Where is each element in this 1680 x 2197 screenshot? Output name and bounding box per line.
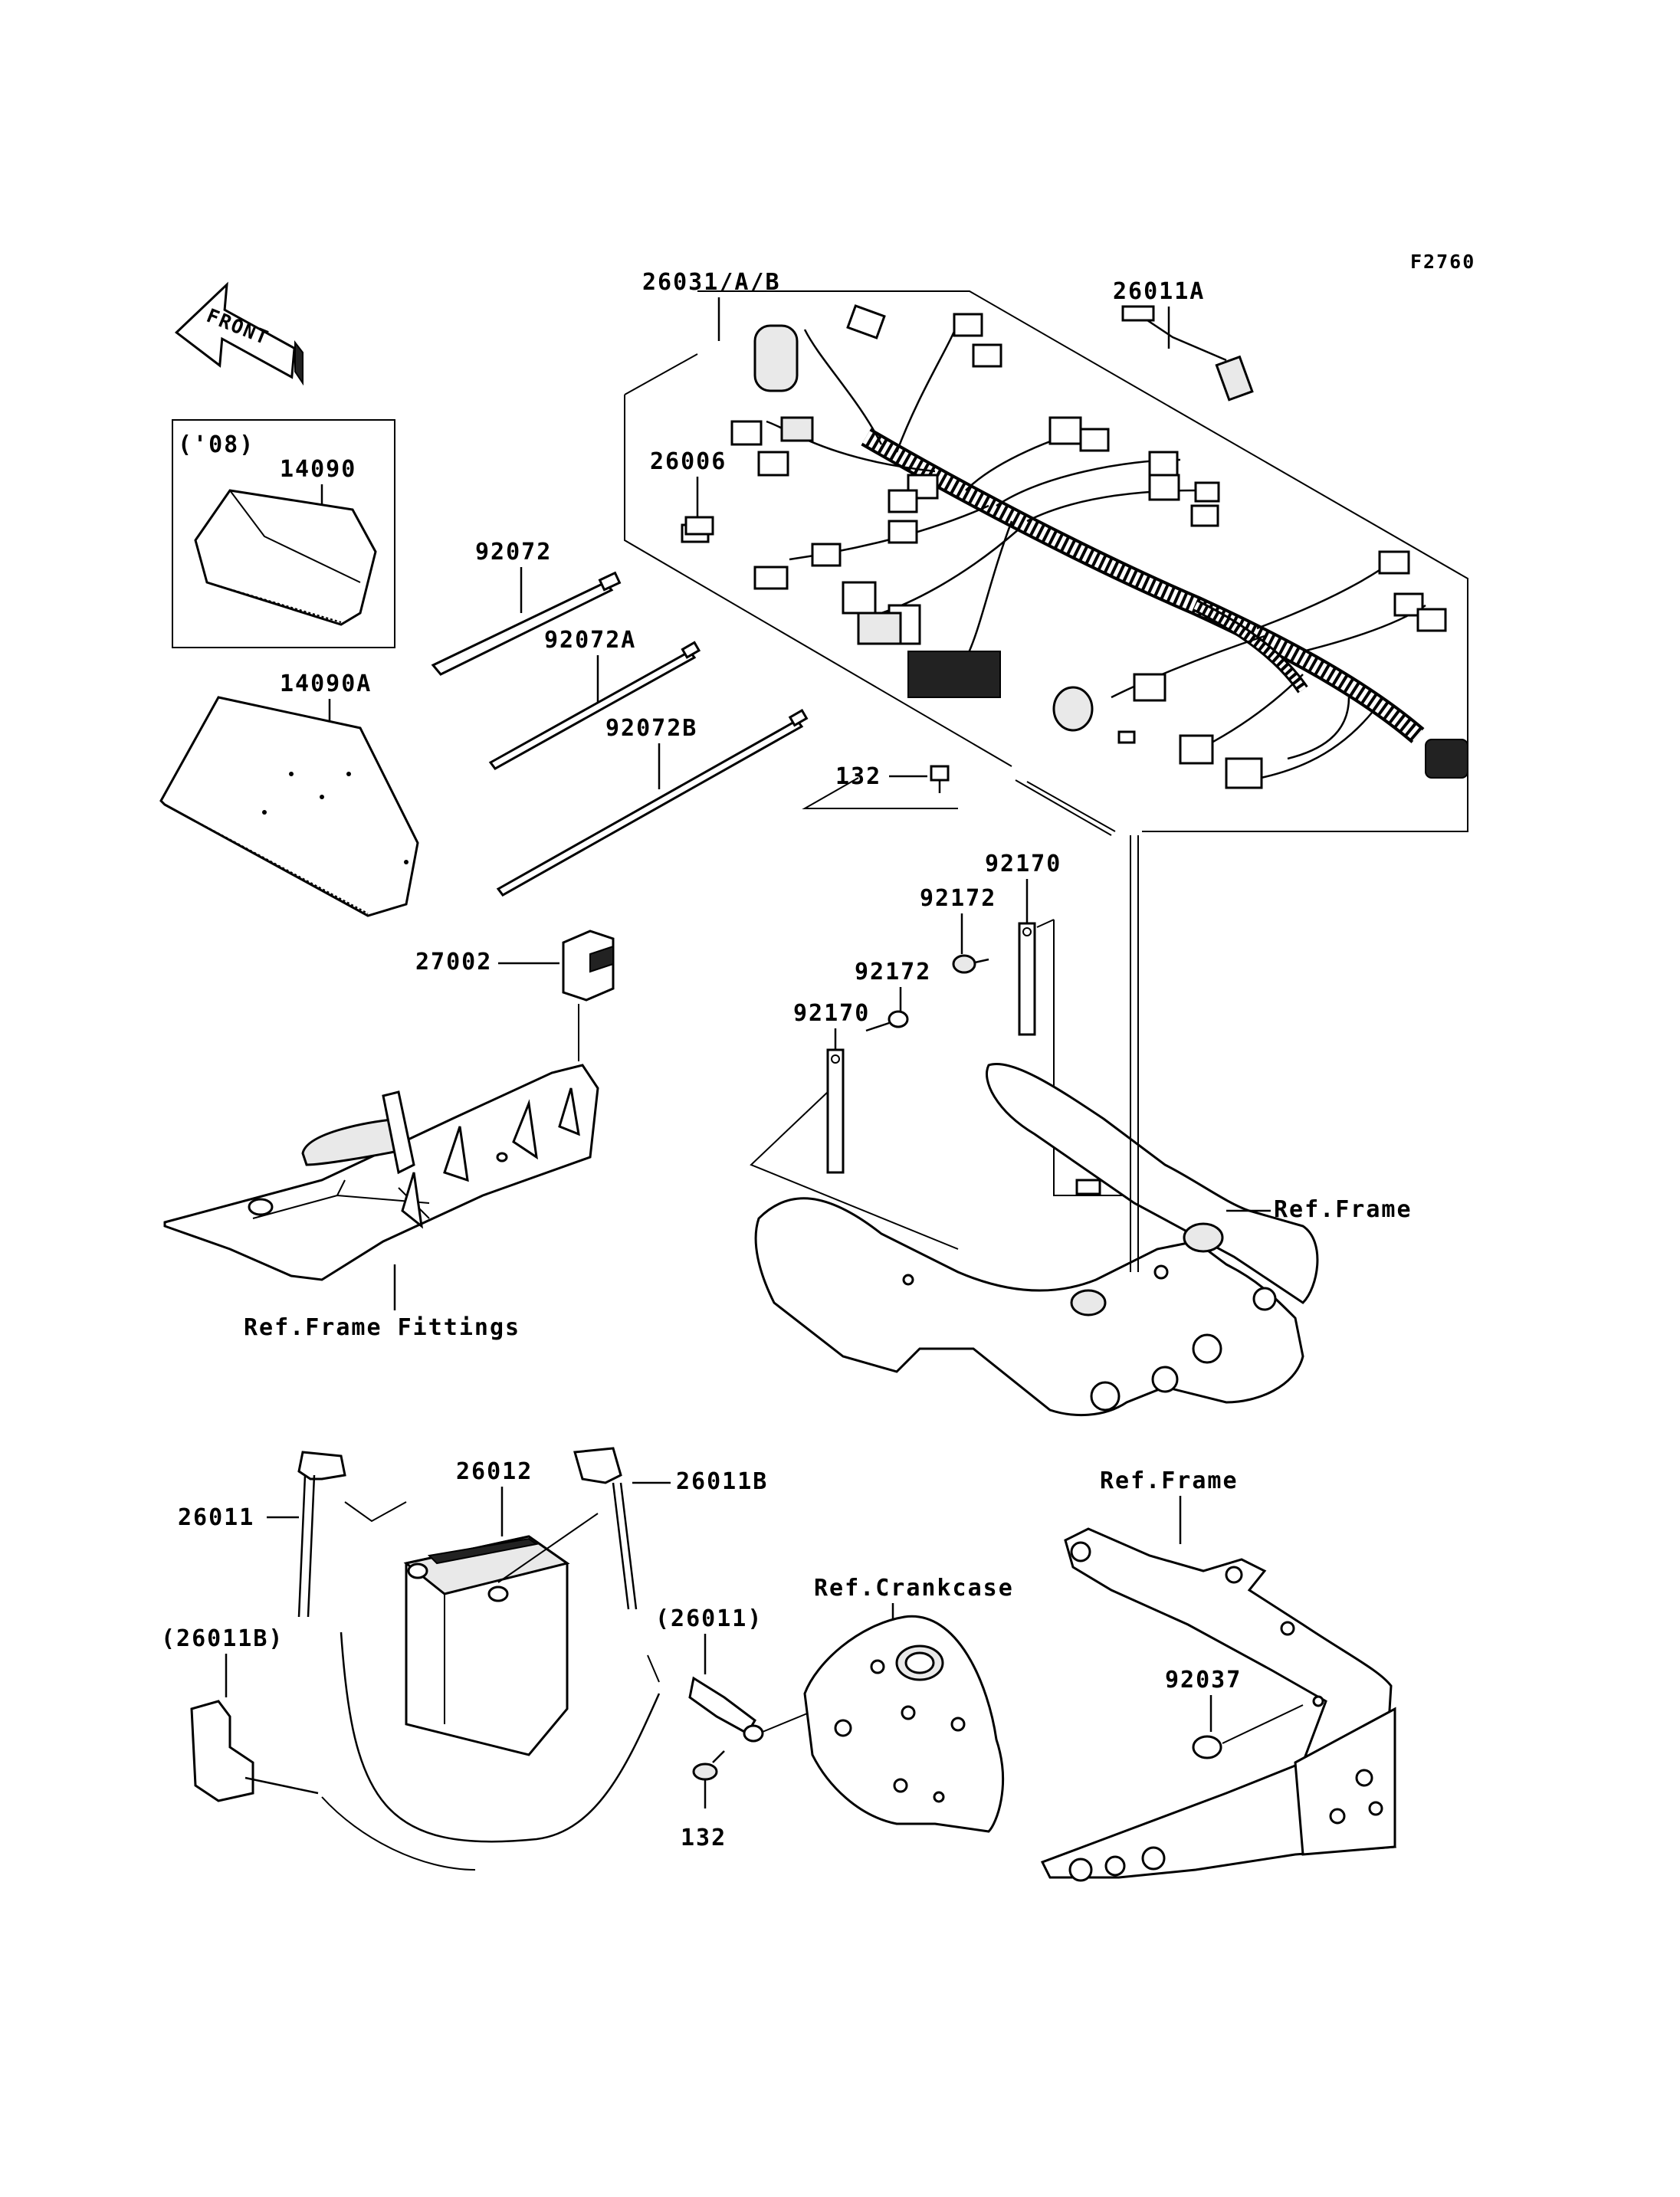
frame-lower: Ref.Frame 92037 xyxy=(1040,1467,1397,1882)
bolt-132-bottom: 132 xyxy=(681,1750,727,1851)
lead-26011: 26011 xyxy=(178,1451,661,1843)
fuse-26006: 26006 xyxy=(650,448,727,536)
part-label-92072: 92072 xyxy=(475,539,552,566)
front-arrow-icon: FRONT xyxy=(174,281,304,386)
harness-group: 26031/A/B xyxy=(624,269,1468,836)
part-label-92072a: 92072A xyxy=(544,627,636,654)
part-label-132-bottom: 132 xyxy=(681,1825,727,1851)
part-label-14090a: 14090A xyxy=(280,671,372,697)
ground-plate-b: 92170 xyxy=(750,1000,959,1250)
part-label-14090: 14090 xyxy=(280,456,356,483)
figure-code: F2760 xyxy=(1410,251,1475,273)
screw-92172-a: 92172 xyxy=(920,885,996,974)
battery-26012: 26012 xyxy=(403,1458,599,1756)
band-92072a: 92072A xyxy=(488,627,701,770)
cover-14090a: 14090A xyxy=(159,671,419,917)
part-label-132-top: 132 xyxy=(835,763,881,790)
part-label-26011b-alt: (26011B) xyxy=(161,1625,284,1652)
bolt-132-top: 132 xyxy=(835,763,950,793)
lead-26011b: 26011B xyxy=(573,1447,768,1683)
part-label-26011-ground: (26011) xyxy=(655,1605,763,1632)
relay-27002: 27002 xyxy=(415,930,615,1061)
part-label-26011: 26011 xyxy=(178,1504,254,1531)
ground-plate-a: 92170 xyxy=(985,851,1127,1196)
part-label-26011b: 26011B xyxy=(676,1468,768,1495)
part-label-26006: 26006 xyxy=(650,448,727,475)
band-92072b: 92072B xyxy=(496,709,809,897)
screw-92172-b: 92172 xyxy=(855,959,931,1032)
part-label-27002: 27002 xyxy=(415,949,492,976)
frame-fittings: Ref.Frame Fittings xyxy=(163,1064,599,1341)
year-label: ('08) xyxy=(178,431,254,458)
ground-lead-26011: (26011) xyxy=(655,1605,829,1743)
crankcase: Ref.Crankcase xyxy=(803,1575,1014,1833)
part-label-92172-a: 92172 xyxy=(920,885,996,912)
band-92072: 92072 xyxy=(431,539,622,676)
lead-26011b-alt: (26011B) xyxy=(161,1625,476,1871)
frame-center: Ref.Frame xyxy=(754,835,1413,1416)
ref-frame-fittings-label: Ref.Frame Fittings xyxy=(244,1314,520,1341)
subharness-26011a: 26011A xyxy=(1113,278,1254,402)
part-label-92170-b: 92170 xyxy=(793,1000,870,1027)
ref-crankcase-label: Ref.Crankcase xyxy=(814,1575,1014,1602)
part-label-92170-a: 92170 xyxy=(985,851,1061,877)
part-label-92037: 92037 xyxy=(1165,1667,1242,1694)
part-label-26012: 26012 xyxy=(456,1458,533,1485)
cover-08-box: ('08) 14090 xyxy=(172,419,395,648)
part-label-92072b: 92072B xyxy=(605,715,697,742)
ref-frame-label-2: Ref.Frame xyxy=(1100,1467,1239,1494)
part-label-92172-b: 92172 xyxy=(855,959,931,985)
part-label-26011a: 26011A xyxy=(1113,278,1205,305)
ref-frame-label-1: Ref.Frame xyxy=(1274,1196,1413,1223)
